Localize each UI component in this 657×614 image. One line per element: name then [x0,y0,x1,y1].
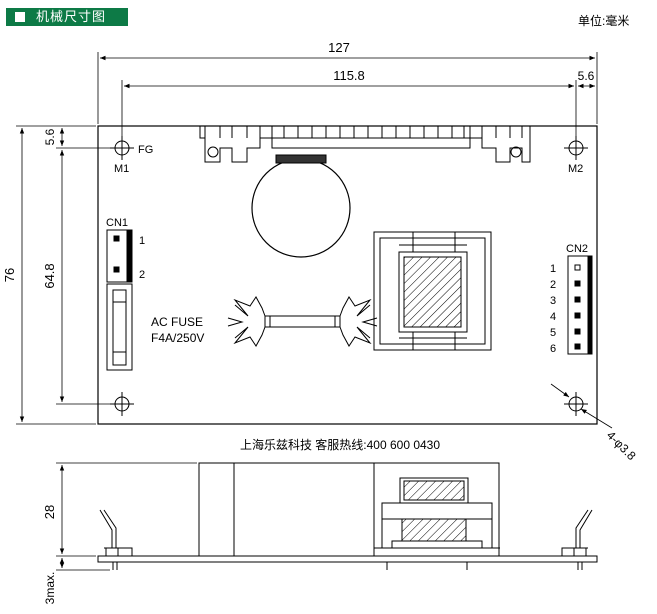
cn1-pin-1: 1 [139,235,145,247]
fuse-label-1: AC FUSE [151,315,203,329]
cn2-pin-3: 3 [550,295,556,307]
mounting-holes [110,136,588,416]
company-hotline: 上海乐兹科技 客服热线:400 600 0430 [240,437,440,452]
cn2-pin-5: 5 [550,327,556,339]
cn2-pin-6: 6 [550,343,556,355]
cn2-connector [567,255,593,355]
cn2-pin-2: 2 [550,279,556,291]
cn1-connector [106,229,133,283]
transformer-top [373,231,492,351]
dim-hole-offset-h: 5.6 [578,69,595,83]
fuse-label-2: F4A/250V [151,331,204,345]
dim-hole-spacing-v: 64.8 [42,263,57,288]
dimension-lines [16,52,613,429]
cn2-pin-1: 1 [550,263,556,275]
m1-label: M1 [114,163,129,175]
cn2-pin-4: 4 [550,311,556,323]
capacitor [251,154,351,258]
dim-pin-height: 3max. [43,572,57,605]
side-dimension-lines [56,462,197,571]
dim-width-total: 127 [328,40,350,55]
dim-hole-spacing-h: 115.8 [333,68,365,83]
cn1-pin-2: 2 [139,269,145,281]
header-title: 机械尺寸图 [36,9,107,24]
square-icon [15,12,25,22]
header-bar: 机械尺寸图 [6,8,128,26]
board-outline [97,125,598,425]
cn1-label: CN1 [106,217,128,229]
bridge-heatsink [227,296,378,347]
fuse-holder [106,283,133,371]
dim-side-height: 28 [42,505,57,519]
cn2-label: CN2 [566,243,588,255]
side-view [97,462,598,570]
dim-height-total: 76 [2,268,17,282]
heatsink-top [199,126,531,163]
fg-label: FG [138,144,153,156]
m2-label: M2 [568,163,583,175]
unit-label: 单位:毫米 [578,14,630,28]
dim-hole-diameter: 4-φ3.8 [604,428,639,463]
dim-hole-offset-v: 5.6 [43,128,57,145]
